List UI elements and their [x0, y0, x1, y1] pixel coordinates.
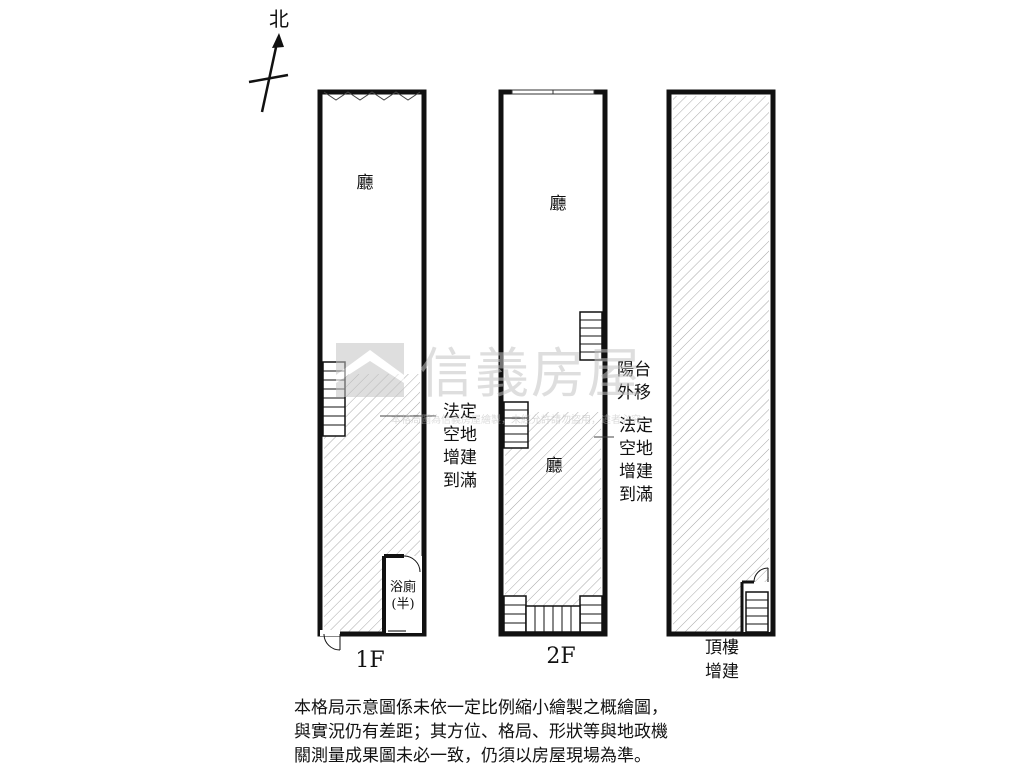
floor-1f-note-line2: 空地: [443, 425, 477, 445]
disclaimer-line1: 本格局示意圖係未依一定比例縮小繪製之概繪圖，: [294, 698, 668, 718]
floor-2f-balcony-note-line1: 陽台: [617, 360, 651, 380]
floor-2f-note-line2: 空地: [619, 439, 653, 459]
roof-outline: [666, 89, 776, 637]
floor-2f: 廳 廳 陽台 外移 法定 空地 增建 到滿 2F: [498, 89, 653, 669]
compass-crossbar: [248, 73, 289, 84]
disclaimer-line2: 與實況仍有差距；其方位、格局、形狀等與地政機: [294, 722, 668, 742]
north-compass: 北: [248, 7, 289, 113]
roof-door-swing-icon: [753, 567, 769, 583]
floor-1f-hall-label: 廳: [357, 173, 374, 193]
floor-roof: 頂樓 增建: [666, 89, 776, 682]
floor-1f-folding-door: [323, 91, 421, 101]
roof-name-line1: 頂樓: [705, 638, 739, 658]
watermark: 信義房屋 本格局圖為信義房屋繪製，未經允許請勿盜用，違者必究: [336, 342, 643, 426]
watermark-brand: 信義房屋: [419, 342, 643, 405]
entrance-door-swing-icon: [323, 633, 341, 651]
floor-2f-upper-stairs: [579, 311, 603, 361]
disclaimer: 本格局示意圖係未依一定比例縮小繪製之概繪圖， 與實況仍有差距；其方位、格局、形狀…: [294, 698, 668, 766]
floor-1f-entrance-door: [320, 630, 341, 651]
compass-arrow-shaft: [260, 37, 280, 113]
floor-1f-name: 1F: [355, 648, 384, 673]
bathroom-sublabel: (半): [391, 597, 414, 612]
floor-1f-note-line1: 法定: [443, 402, 477, 422]
floor-2f-bottom-stairs: [503, 595, 603, 633]
floor-1f-note-line4: 到滿: [443, 471, 477, 491]
floor-2f-balcony-note-line2: 外移: [617, 383, 651, 403]
floor-2f-note-line4: 到滿: [619, 485, 653, 505]
floor-2f-hall-bottom-label: 廳: [546, 456, 563, 476]
bathroom-label: 浴廁: [390, 579, 416, 595]
bathroom-door-swing-icon: [403, 555, 421, 573]
floor-2f-note-line3: 增建: [619, 462, 653, 482]
floor-1f-bathroom: 浴廁 (半): [382, 554, 422, 634]
floor-2f-lower-stairs: [503, 401, 529, 449]
roof-hatched-extension-area: [673, 96, 769, 632]
floor-2f-name: 2F: [546, 644, 575, 669]
floor-2f-note-line1: 法定: [619, 416, 653, 436]
disclaimer-line3: 關測量成果圖未必一致，仍須以房屋現場為準。: [294, 746, 651, 766]
roof-stairs: [740, 567, 770, 634]
compass-label: 北: [269, 7, 289, 31]
floor-1f: 浴廁 (半) 廳 法定 空地 增建 到滿 1F: [317, 89, 477, 673]
roof-name-line2: 增建: [705, 662, 739, 682]
north-arrow-icon: [272, 33, 284, 48]
floor-1f-note-line3: 增建: [443, 448, 477, 468]
brand-logo-icon: [336, 343, 404, 397]
floor-2f-hall-top-label: 廳: [550, 194, 567, 214]
watermark-notice: 本格局圖為信義房屋繪製，未經允許請勿盜用，違者必究: [391, 413, 641, 426]
